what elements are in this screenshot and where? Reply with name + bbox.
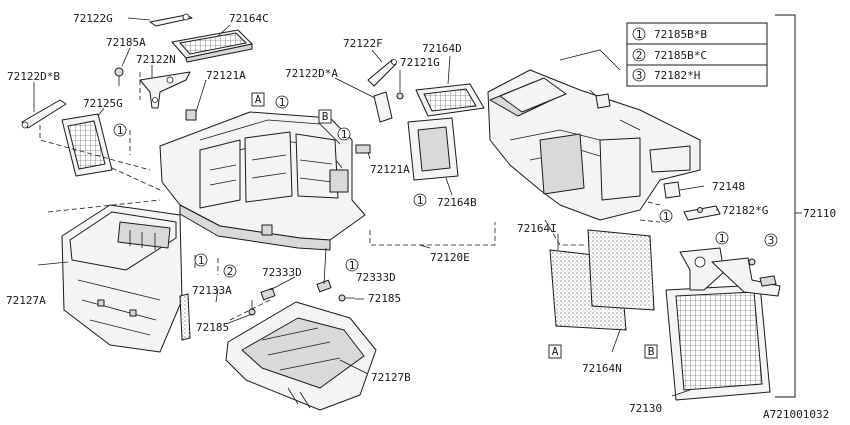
svg-text:2: 2 [636, 49, 643, 62]
part-72130-heater-core [665, 247, 781, 401]
part-screw-3-right [759, 275, 777, 287]
label-72130: 72130 [629, 402, 662, 415]
label-72164B: 72164B [437, 196, 477, 209]
label-72125G: 72125G [83, 97, 123, 110]
part-72133A-seal [179, 293, 191, 341]
part-72333D-clip-a [260, 287, 276, 301]
drawing-id: A721001032 [763, 408, 829, 421]
part-72164C-door [171, 29, 253, 63]
label-72122DA: 72122D*A [285, 67, 338, 80]
label-72122DB: 72122D*B [7, 70, 60, 83]
svg-text:72182*H: 72182*H [654, 69, 700, 82]
svg-text:1: 1 [198, 254, 205, 267]
part-72120E-housing [159, 111, 366, 251]
part-heater-unit-housing [487, 49, 701, 221]
callout-circle-1-a: 1 [113, 123, 127, 137]
part-72164N-panel [587, 229, 655, 311]
part-72148-bracket [663, 181, 681, 199]
label-72185A: 72185A [106, 36, 146, 49]
label-72164I: 72164I [517, 222, 557, 235]
label-72127B: 72127B [371, 371, 411, 384]
part-72185-screw-a [338, 294, 355, 302]
part-72122G-link [149, 13, 193, 27]
callout-circle-1-g: 1 [659, 209, 673, 223]
callout-circle-1-c: 1 [337, 127, 351, 141]
svg-text:A: A [552, 345, 559, 358]
svg-text:1: 1 [417, 194, 424, 207]
label-72120E: 72120E [430, 251, 470, 264]
label-72333D-a: 72333D [262, 266, 302, 279]
callout-circle-3: 3 [764, 233, 778, 247]
label-72185-b: 72185 [196, 321, 229, 334]
svg-text:3: 3 [636, 69, 643, 82]
part-72164B-door [407, 117, 459, 181]
part-72121A-clip-mid [355, 144, 371, 154]
svg-text:1: 1 [719, 232, 726, 245]
legend-row-1: 1 72185B*B [632, 27, 707, 41]
svg-text:B: B [648, 345, 655, 358]
part-72127A-case [61, 204, 183, 353]
svg-text:1: 1 [663, 210, 670, 223]
part-72333D-clip-b [316, 279, 332, 293]
part-72125G-frame [61, 113, 113, 177]
callout-box-A-top: A [251, 92, 265, 107]
svg-text:A: A [255, 93, 262, 106]
part-72122DB-rod [21, 99, 67, 129]
part-72127B-tray [225, 301, 377, 411]
part-screw-1-right [748, 258, 756, 266]
callout-circle-1-e: 1 [194, 253, 208, 267]
label-72122F: 72122F [343, 37, 383, 50]
part-72121A-clip-top [185, 109, 197, 121]
part-72182G-clamp [683, 205, 721, 221]
callout-box-A-bottom: A [548, 344, 562, 359]
part-72122DA-rod [373, 91, 393, 123]
part-72164D-door [415, 83, 485, 117]
label-72164D: 72164D [422, 42, 462, 55]
label-72185-a: 72185 [368, 292, 401, 305]
label-72122G: 72122G [73, 12, 113, 25]
part-72121G-clip [396, 92, 404, 100]
label-72164C: 72164C [229, 12, 269, 25]
label-72164N: 72164N [582, 362, 622, 375]
legend-row-2: 2 72185B*C [632, 48, 707, 62]
svg-text:1: 1 [117, 124, 124, 137]
svg-text:3: 3 [768, 234, 775, 247]
svg-text:2: 2 [227, 265, 234, 278]
label-72127A: 72127A [6, 294, 46, 307]
callout-circle-1-d: 1 [413, 193, 427, 207]
svg-text:1: 1 [341, 128, 348, 141]
label-72110: 72110 [803, 207, 836, 220]
svg-text:1: 1 [279, 96, 286, 109]
part-72122F-lever [367, 59, 397, 87]
label-72133A: 72133A [192, 284, 232, 297]
callout-circle-1-b: 1 [275, 95, 289, 109]
assembly-bracket [775, 14, 796, 398]
label-72333D-b: 72333D [356, 271, 396, 284]
svg-text:72185B*C: 72185B*C [654, 49, 707, 62]
label-72182G: 72182*G [722, 204, 768, 217]
label-72122N: 72122N [136, 53, 176, 66]
callout-box-B-top: B [318, 109, 332, 124]
callout-circle-1-h: 1 [715, 231, 729, 245]
label-72121G: 72121G [400, 56, 440, 69]
legend-table: 1 72185B*B 2 72185B*C 3 72182*H [626, 22, 768, 87]
svg-text:1: 1 [636, 28, 643, 41]
svg-text:B: B [322, 110, 329, 123]
part-72185A-screw [114, 67, 124, 86]
callout-box-B-bottom: B [644, 344, 658, 359]
label-72121A-mid: 72121A [370, 163, 410, 176]
svg-text:1: 1 [349, 259, 356, 272]
legend-row-3: 3 72182*H [632, 68, 700, 82]
label-72121A-top: 72121A [206, 69, 246, 82]
callout-circle-2: 2 [223, 264, 237, 278]
callout-circle-1-f: 1 [345, 258, 359, 272]
svg-text:72185B*B: 72185B*B [654, 28, 707, 41]
label-72148: 72148 [712, 180, 745, 193]
part-72185-screw-b [248, 300, 256, 316]
part-72122N-linkage [139, 71, 191, 109]
